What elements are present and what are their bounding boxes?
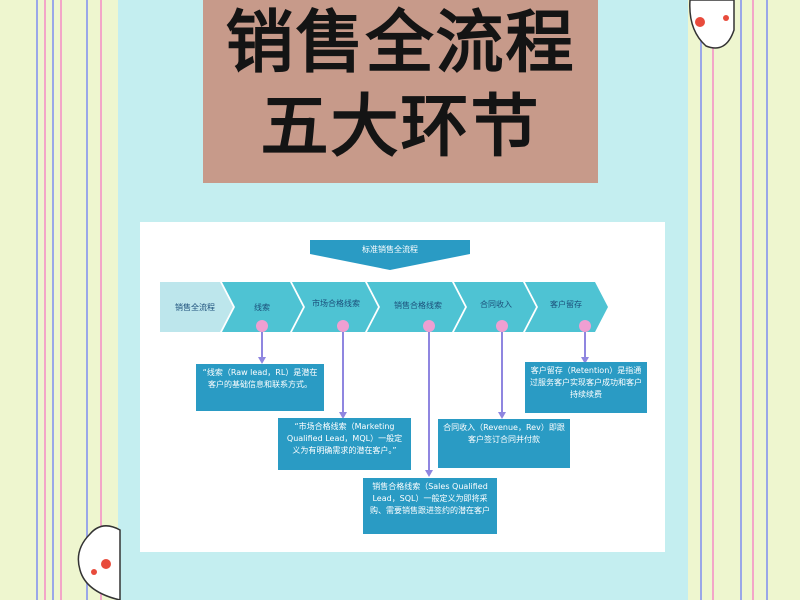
cartoon-face-icon-bottom xyxy=(77,525,121,600)
marker-sql xyxy=(423,320,435,332)
stage-lead-label: 线索 xyxy=(254,302,270,312)
stripe-left-1 xyxy=(36,0,38,600)
stripe-right-1 xyxy=(700,0,702,600)
stage-sql-label: 销售合格线索 xyxy=(394,300,442,310)
description-sql: 销售合格线索（Sales Qualified Lead，SQL）一般定义为即将采… xyxy=(363,478,497,534)
stripe-right-3 xyxy=(740,0,742,600)
marker-revenue xyxy=(496,320,508,332)
stage-mql-label: 市场合格线索 xyxy=(312,298,360,308)
stage-revenue-label: 合同收入 xyxy=(480,299,512,309)
stage-sql xyxy=(367,282,465,332)
stripe-left-2 xyxy=(44,0,46,600)
process-diagram: 标准销售全流程 销售全流程 线索 市场合格线索 销售合格线索 合同收入 客户留存 xyxy=(160,240,608,477)
title-line-2: 五大环节 xyxy=(260,88,541,167)
description-retention: 客户留存（Retention）是指通过服务客户实现客户成功和客户持续续费 xyxy=(525,362,647,413)
stripe-right-4 xyxy=(752,0,754,600)
connector-mql-arrowhead xyxy=(339,412,347,419)
stage-start xyxy=(160,282,233,332)
marker-mql xyxy=(337,320,349,332)
stage-lead xyxy=(222,282,303,332)
stripe-right-2 xyxy=(712,0,714,600)
stage-revenue xyxy=(454,282,536,332)
header-arrow xyxy=(310,240,470,270)
stage-mql xyxy=(292,282,378,332)
stripe-left-4 xyxy=(60,0,62,600)
stripe-right-5 xyxy=(766,0,768,600)
connector-sql-arrowhead xyxy=(425,470,433,477)
connector-revenue-arrowhead xyxy=(498,412,506,419)
stripe-left-5 xyxy=(86,0,88,600)
stage-retention-label: 客户留存 xyxy=(550,299,582,309)
description-mql: “市场合格线索（Marketing Qualified Lead，MQL）一般定… xyxy=(278,418,411,470)
header-arrow-label: 标准销售全流程 xyxy=(362,244,418,254)
stripe-left-3 xyxy=(52,0,54,600)
stage-start-label: 销售全流程 xyxy=(175,302,215,312)
stage-retention xyxy=(525,282,608,332)
marker-lead xyxy=(256,320,268,332)
stripe-left-6 xyxy=(100,0,102,600)
connector-retention-arrowhead xyxy=(581,357,589,364)
description-lead: “线索（Raw lead，RL）是潜在客户的基础信息和联系方式。 xyxy=(196,364,324,411)
connector-lead-arrowhead xyxy=(258,357,266,364)
marker-retention xyxy=(579,320,591,332)
title-box xyxy=(203,0,598,183)
cartoon-face-icon-top xyxy=(689,0,735,49)
description-revenue: 合同收入（Revenue，Rev）即跟客户签订合同并付款 xyxy=(438,419,570,468)
title-line-1: 销售全流程 xyxy=(225,4,576,83)
